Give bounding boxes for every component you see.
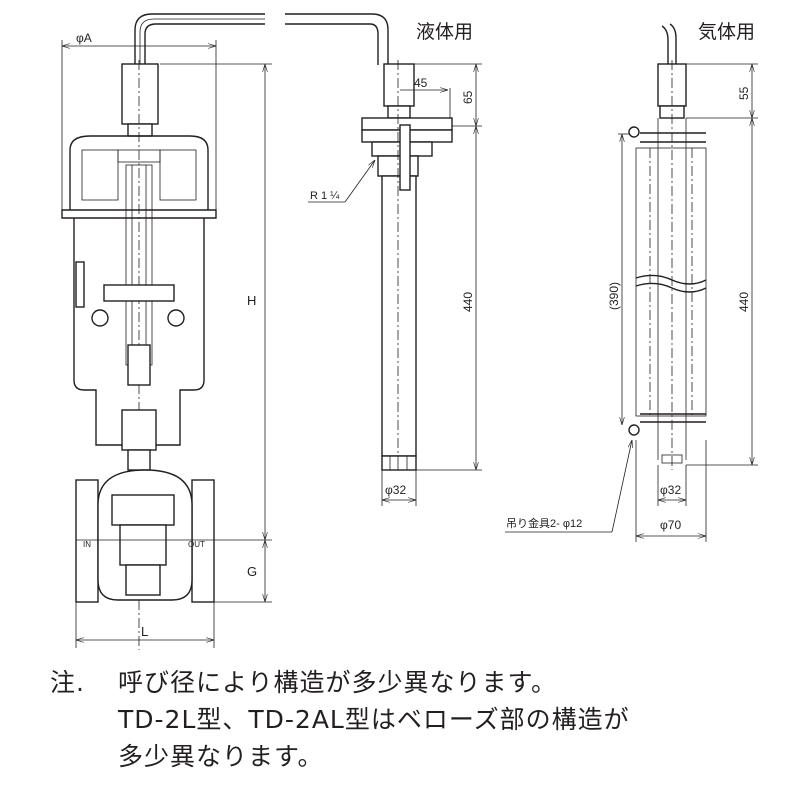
gas-hanger-label: 吊り金具2- φ12 <box>506 516 582 530</box>
liquid-sensor-drawing: 液体用 45 65 440 R 1 ¼ φ32 <box>308 21 482 506</box>
dim-h: H <box>247 293 256 308</box>
gas-phi70: φ70 <box>660 518 681 532</box>
gas-title: 気体用 <box>698 21 755 43</box>
liquid-thread-label: R 1 ¼ <box>310 190 340 202</box>
liquid-dim-65: 65 <box>461 90 475 104</box>
gas-dim-390: (390) <box>607 282 621 310</box>
liquid-phi32: φ32 <box>385 483 406 497</box>
gas-phi32: φ32 <box>660 483 681 497</box>
liquid-dim-45: 45 <box>414 76 428 90</box>
gas-dim-440: 440 <box>737 292 751 312</box>
liquid-dim-440: 440 <box>461 292 475 312</box>
note-line-2: TD-2L型、TD-2AL型はベローズ部の構造が <box>118 705 630 734</box>
inlet-label: IN <box>83 540 91 549</box>
dim-l: L <box>141 624 148 639</box>
outlet-label: OUT <box>188 540 205 549</box>
dim-phi-a: φA <box>76 31 92 45</box>
gas-dim-55: 55 <box>737 86 751 100</box>
dim-g: G <box>247 564 257 579</box>
note-line-1: 呼び径により構造が多少異なります。 <box>118 668 558 697</box>
control-valve-drawing: IN OUT φA H G L <box>61 13 389 650</box>
note-line-3: 多少異なります。 <box>118 742 324 771</box>
gas-sensor-drawing: 気体用 55 440 (390) φ32 <box>505 21 758 542</box>
note-prefix: 注. <box>50 668 85 697</box>
liquid-title: 液体用 <box>416 21 473 43</box>
